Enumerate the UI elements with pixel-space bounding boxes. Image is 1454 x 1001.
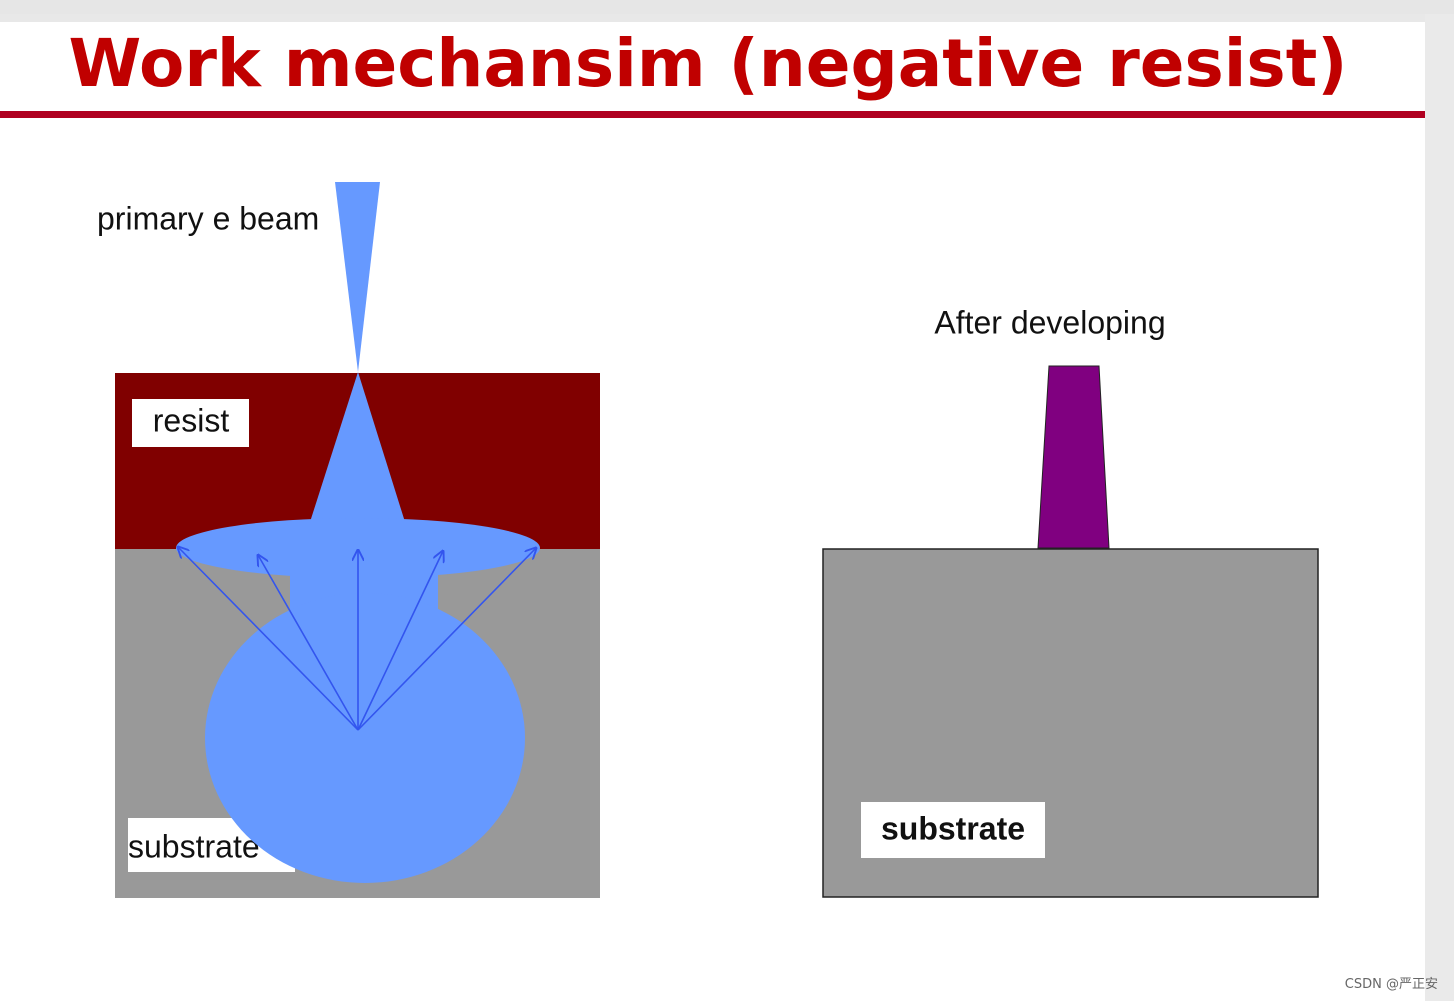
title-rule [0, 111, 1425, 118]
backscatter-arrows [178, 547, 536, 731]
resist-label-box [132, 399, 249, 447]
interaction-volume [205, 593, 525, 883]
backscatter-arrow [258, 555, 359, 731]
forward-scatter-cone [310, 372, 405, 522]
watermark: CSDN @严正安 [1345, 977, 1438, 992]
slide-title: Work mechansim (negative resist) [69, 25, 1348, 102]
developed-diagram: After developing substrate [822, 304, 1319, 898]
primary-beam [335, 182, 380, 372]
resist-label: resist [153, 402, 230, 438]
after-developing-caption: After developing [934, 304, 1165, 340]
exposure-diagram: substrate resist primary e beam [97, 182, 600, 898]
developed-resist-pattern [1037, 365, 1110, 549]
substrate-label-right: substrate [881, 810, 1025, 846]
substrate-label: substrate [128, 828, 260, 864]
backscatter-arrow [357, 551, 443, 731]
backscatter-arrow [178, 547, 359, 731]
beam-label: primary e beam [97, 200, 319, 236]
top-bar [0, 0, 1454, 14]
backscatter-arrow [357, 548, 536, 731]
substrate-label-box-right [861, 802, 1045, 858]
right-margin [1425, 14, 1454, 1001]
